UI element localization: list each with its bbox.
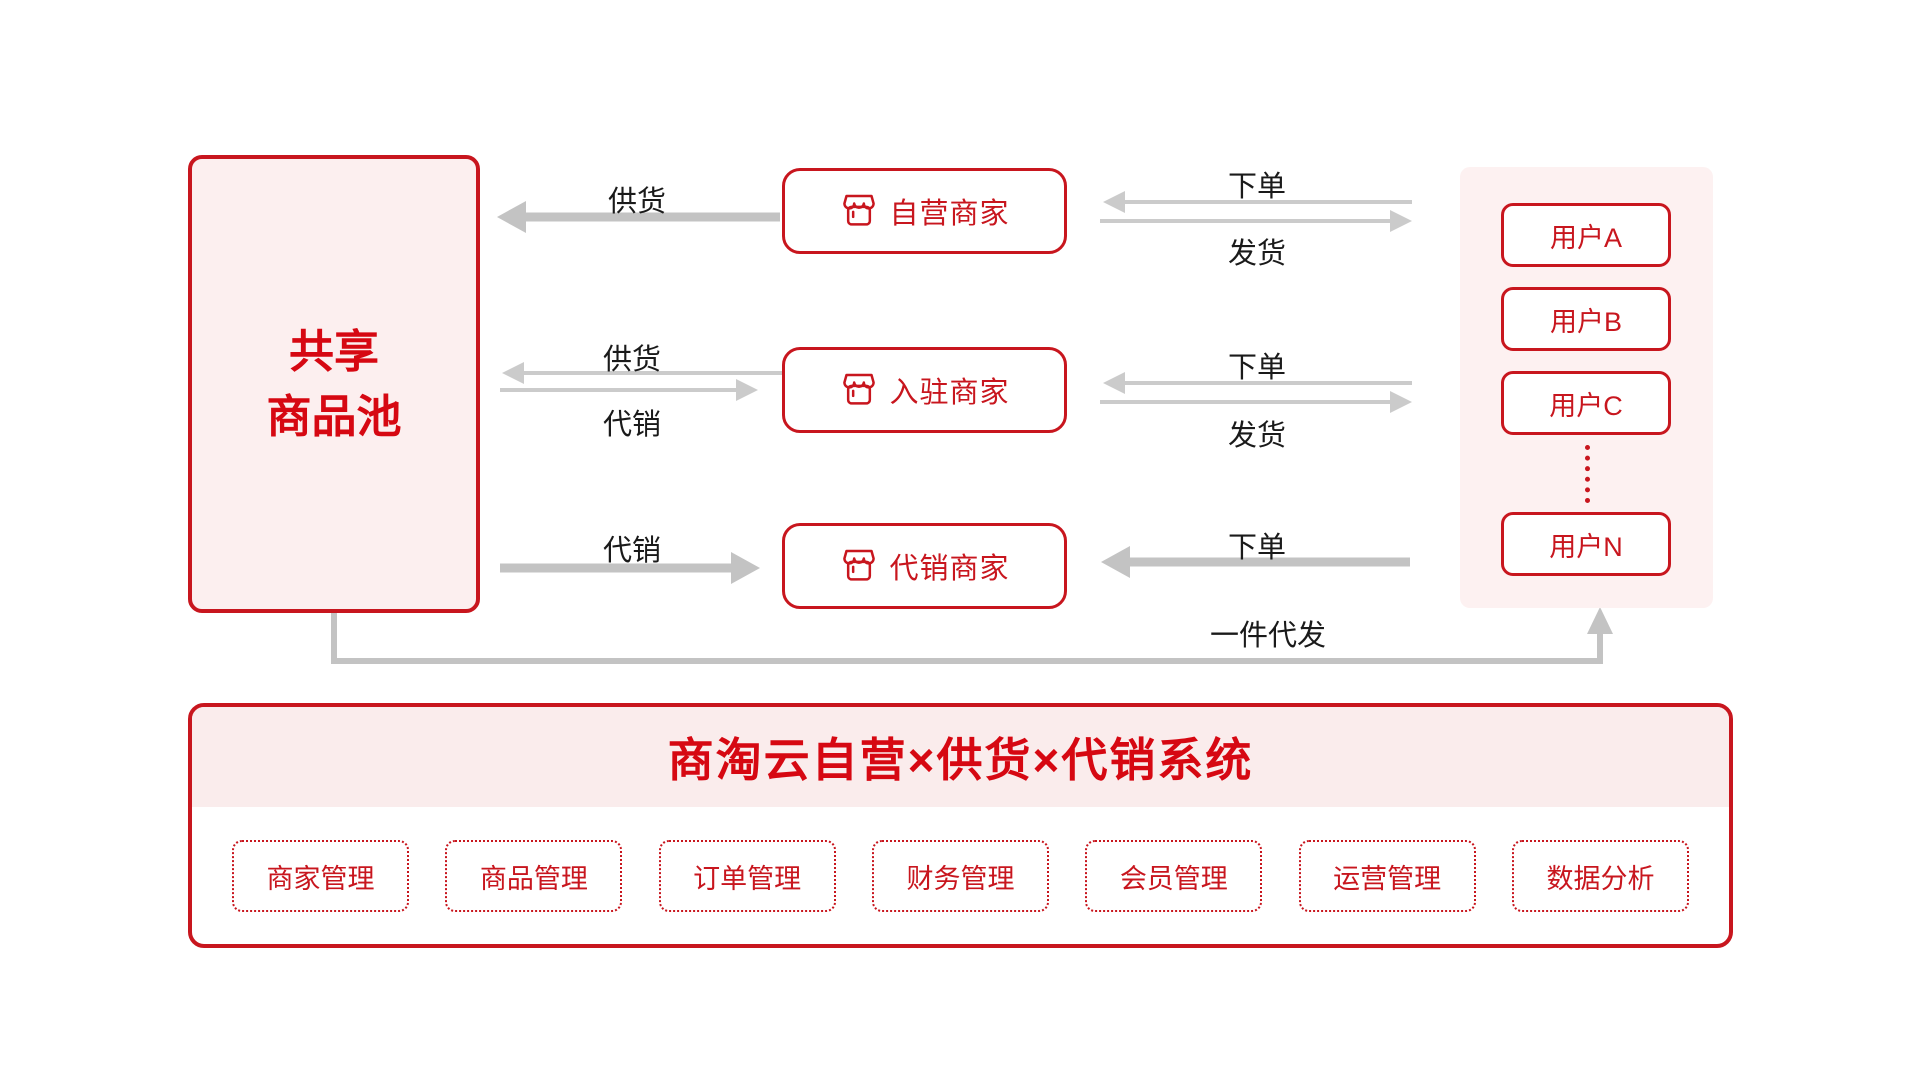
flow-label-ship-row2: 发货 <box>1227 420 1287 452</box>
flow-label-supply-row1: 供货 <box>607 186 667 218</box>
user-box-b: 用户B <box>1501 287 1671 351</box>
flow-label-order-row3: 下单 <box>1227 532 1287 564</box>
flow-label-consign-row3: 代销 <box>602 535 662 567</box>
module-box-finance-mgmt: 财务管理 <box>871 840 1049 912</box>
shared-product-pool-box: 共享 商品池 <box>188 155 480 613</box>
arrow-dropship <box>331 607 1613 664</box>
merchant-label: 代销商家 <box>889 553 1010 585</box>
arrow-ship-row2 <box>1100 391 1412 413</box>
flow-label-ship-row1: 发货 <box>1227 238 1287 270</box>
system-title: 商淘云自营×供货×代销系统 <box>667 734 1254 786</box>
module-box-data-analysis: 数据分析 <box>1511 840 1689 912</box>
store-icon <box>843 194 876 226</box>
module-box-product-mgmt: 商品管理 <box>445 840 623 912</box>
user-box-c: 用户C <box>1501 371 1671 435</box>
merchant-card-consignment: 代销商家 <box>782 523 1067 609</box>
pool-title-line1: 共享 <box>288 325 379 377</box>
users-panel: 用户A 用户B 用户C 用户N <box>1460 167 1713 608</box>
vertical-ellipsis <box>1585 445 1590 503</box>
system-modules-row: 商家管理 商品管理 订单管理 财务管理 会员管理 运营管理 数据分析 <box>232 840 1689 912</box>
merchant-card-settled: 入驻商家 <box>782 347 1067 433</box>
module-box-merchant-mgmt: 商家管理 <box>232 840 409 912</box>
arrow-ship-row1 <box>1100 210 1412 232</box>
merchant-label: 入驻商家 <box>889 377 1010 409</box>
merchant-card-self-operated: 自营商家 <box>782 168 1067 254</box>
flow-label-dropship: 一件代发 <box>1209 620 1327 652</box>
system-header: 商淘云自营×供货×代销系统 <box>192 707 1729 807</box>
pool-title-line2: 商品池 <box>266 391 402 442</box>
module-box-member-mgmt: 会员管理 <box>1085 840 1263 912</box>
flow-label-order-row1: 下单 <box>1227 171 1287 203</box>
merchant-label: 自营商家 <box>889 198 1010 230</box>
system-box: 商淘云自营×供货×代销系统 商家管理 商品管理 订单管理 财务管理 会员管理 运… <box>188 703 1733 948</box>
store-icon <box>843 549 876 581</box>
user-box-a: 用户A <box>1501 203 1671 267</box>
store-icon <box>843 373 876 405</box>
pool-title: 共享 商品池 <box>266 319 401 450</box>
arrow-consign-row2 <box>500 379 758 401</box>
flow-label-consign-row2: 代销 <box>602 409 662 441</box>
flow-label-supply-row2: 供货 <box>602 344 662 376</box>
flow-label-order-row2: 下单 <box>1227 352 1287 384</box>
user-box-n: 用户N <box>1501 512 1671 576</box>
module-box-order-mgmt: 订单管理 <box>658 840 836 912</box>
module-box-operation-mgmt: 运营管理 <box>1298 840 1476 912</box>
